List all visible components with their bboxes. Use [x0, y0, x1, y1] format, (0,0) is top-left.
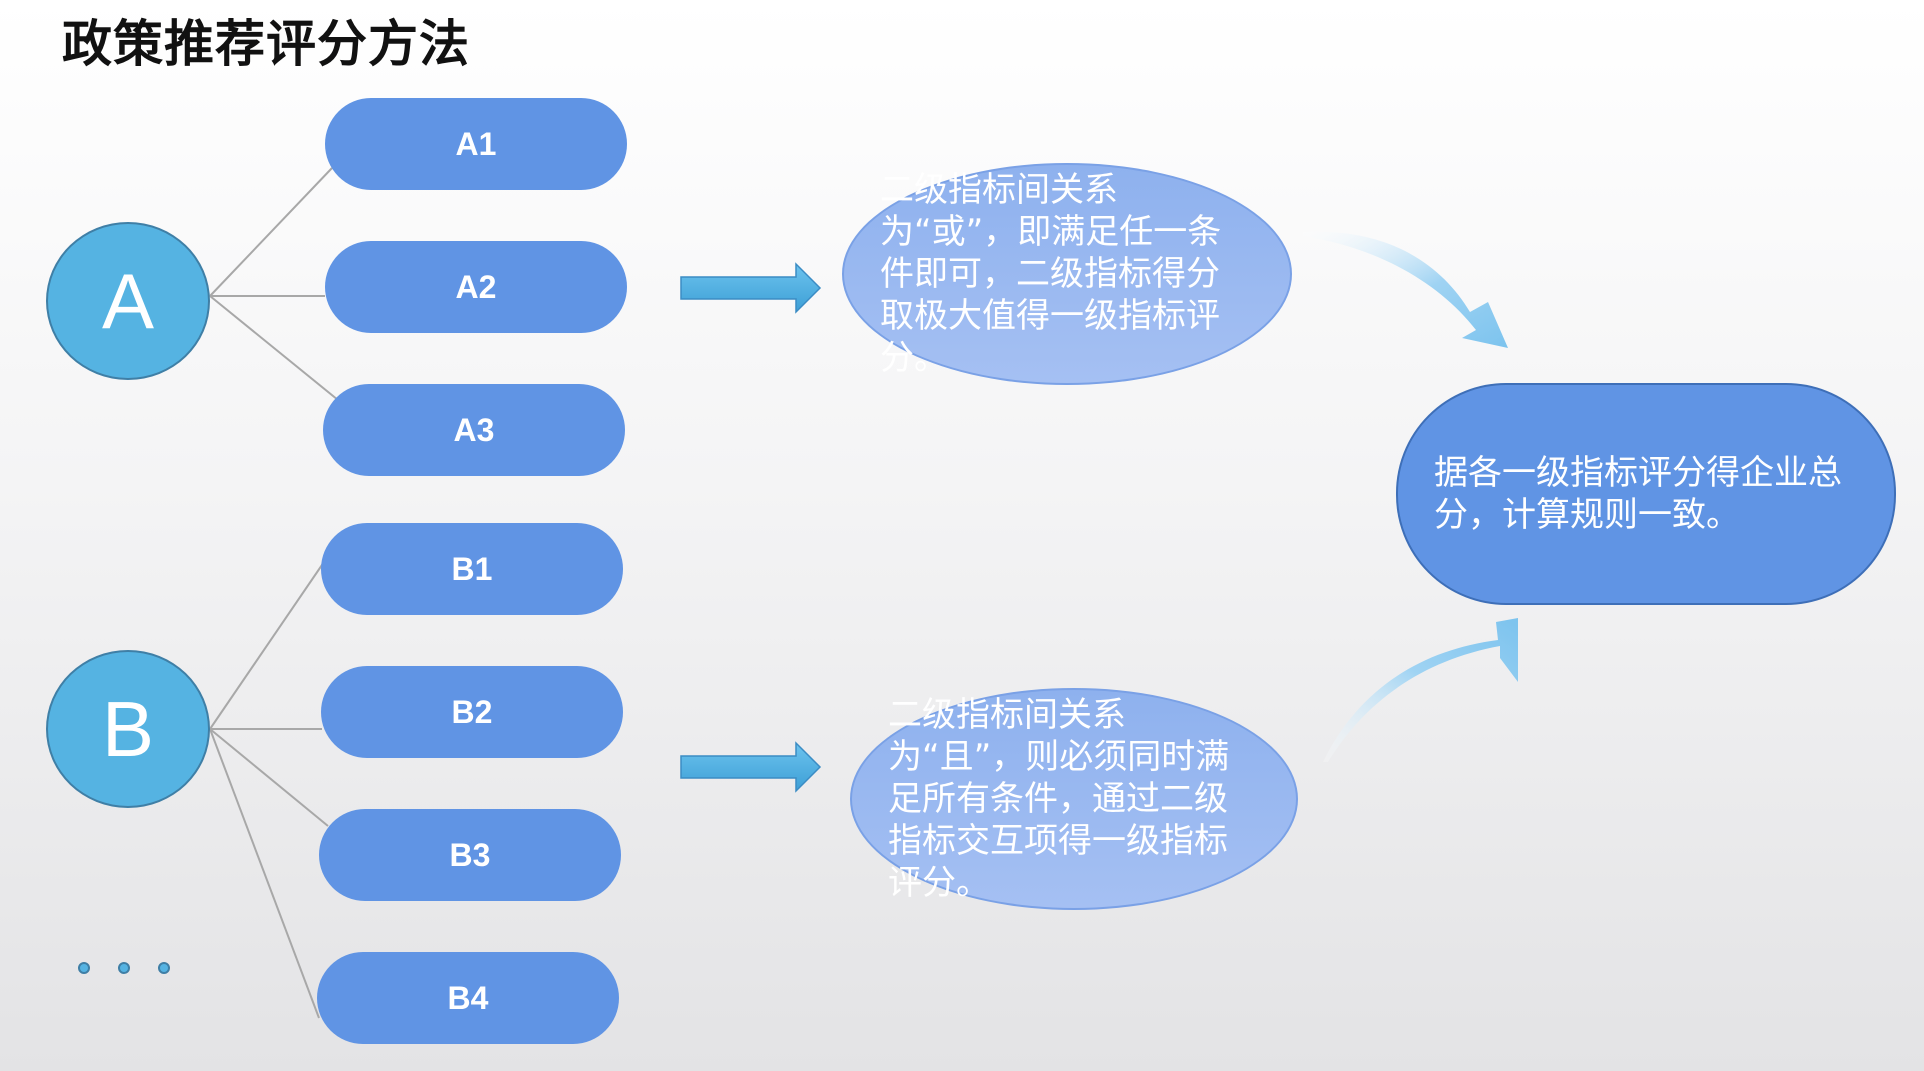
- ellipsis-dot: [78, 962, 90, 974]
- ellipsis-dot: [118, 962, 130, 974]
- connector-a-a3: [209, 295, 339, 401]
- curved-arrow-icon: [1303, 231, 1508, 348]
- group-a-node: A: [46, 222, 210, 380]
- or-rule-bubble: 二级指标间关系为“或”，即满足任一条件即可，二级指标得分取极大值得一级指标评分。: [842, 163, 1292, 385]
- node-a3: A3: [323, 384, 625, 476]
- page-title: 政策推荐评分方法: [62, 15, 470, 73]
- connector-a-a1: [209, 167, 333, 297]
- node-b2: B2: [321, 666, 623, 758]
- node-a1: A1: [325, 98, 627, 190]
- arrow-right-icon: [680, 741, 822, 793]
- connector-b-b1: [209, 561, 325, 730]
- curved-arrow-icon: [1323, 618, 1518, 762]
- ellipsis-dot: [158, 962, 170, 974]
- total-score-bubble: 据各一级指标评分得企业总分，计算规则一致。: [1396, 383, 1896, 605]
- node-b1: B1: [321, 523, 623, 615]
- connector-b-b3: [209, 728, 329, 827]
- node-b3: B3: [319, 809, 621, 901]
- and-rule-text: 二级指标间关系为“且”，则必须同时满足所有条件，通过二级指标交互项得一级指标评分…: [888, 695, 1230, 903]
- group-b-node: B: [46, 650, 210, 808]
- node-b4: B4: [317, 952, 619, 1044]
- connector-b-b4: [209, 728, 320, 1019]
- arrow-right-icon: [680, 262, 822, 314]
- total-score-text: 据各一级指标评分得企业总分，计算规则一致。: [1434, 453, 1842, 535]
- or-rule-text: 二级指标间关系为“或”，即满足任一条件即可，二级指标得分取极大值得一级指标评分。: [880, 170, 1222, 378]
- more-groups-indicator: [78, 962, 170, 974]
- and-rule-bubble: 二级指标间关系为“且”，则必须同时满足所有条件，通过二级指标交互项得一级指标评分…: [850, 688, 1298, 910]
- node-a2: A2: [325, 241, 627, 333]
